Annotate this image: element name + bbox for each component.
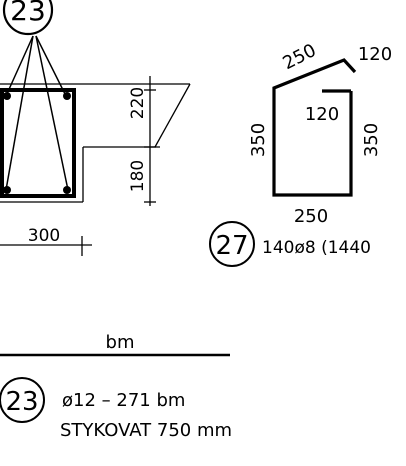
summary-line-1: ø12 – 271 bm	[62, 390, 185, 411]
leader-line	[5, 35, 34, 97]
leader-line	[5, 35, 34, 191]
rebar-dot	[63, 92, 71, 100]
stirrup-hook-label: 120	[358, 44, 392, 65]
section-marker-label: 23	[10, 0, 46, 27]
stirrup-right-height-label: 350	[361, 123, 382, 157]
section-marker-circle	[2, 0, 54, 36]
rebar-dot	[3, 186, 11, 194]
rebar-dot	[3, 92, 11, 100]
slab-break-line	[154, 83, 191, 148]
leader-line	[35, 35, 67, 97]
dim-width-label: 300	[28, 226, 60, 246]
stirrup-spec: 140ø8 (1440	[262, 238, 371, 258]
stirrup-outline	[272, 58, 357, 197]
summary-header: bm	[106, 332, 135, 353]
stirrup-marker-label: 27	[215, 231, 248, 261]
stirrup-marker-circle	[209, 221, 255, 267]
stirrup-bottom-label: 250	[294, 206, 328, 227]
rebar-dots	[3, 92, 71, 194]
stirrup-left-height-label: 350	[248, 123, 269, 157]
stirrup-rect	[0, 88, 76, 198]
rebar-dot	[63, 186, 71, 194]
stirrup-shape	[272, 58, 357, 197]
dim-lower-label: 180	[128, 160, 148, 192]
summary-marker-circle	[0, 377, 45, 423]
leader-line	[35, 35, 69, 191]
summary-line-2: STYKOVAT 750 mm	[60, 420, 232, 441]
summary-marker-label: 23	[5, 387, 38, 417]
beam-section	[0, 0, 191, 256]
stirrup-slope-label: 250	[279, 40, 319, 74]
dim-upper-label: 220	[128, 87, 148, 119]
stirrup-inner-label: 120	[305, 104, 339, 125]
